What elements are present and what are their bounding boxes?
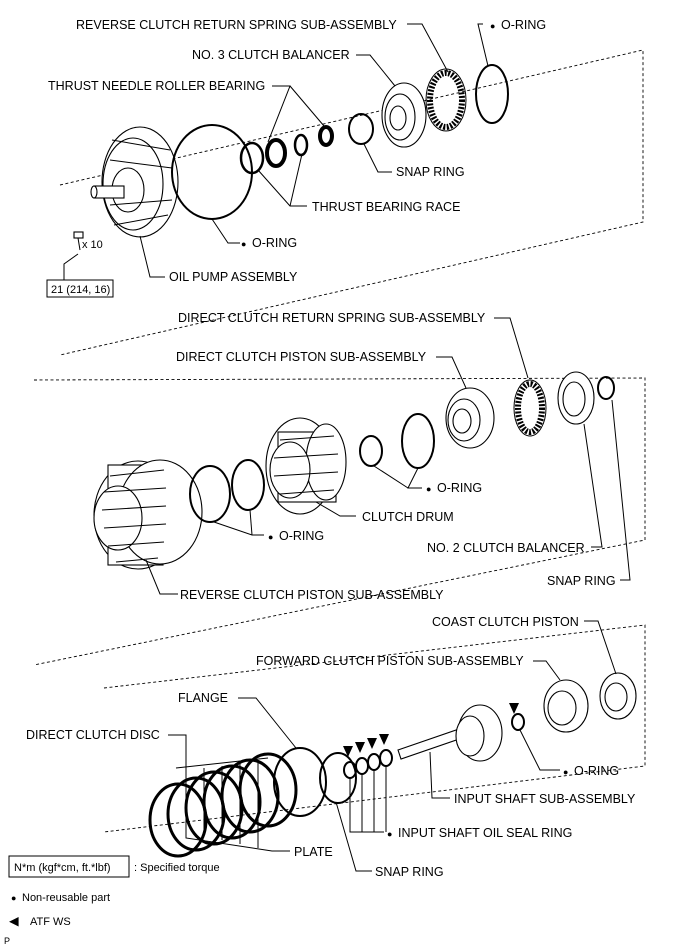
label-thrust-bearing-race: THRUST BEARING RACE — [312, 200, 460, 214]
label-oil-pump-assembly: OIL PUMP ASSEMBLY — [169, 270, 298, 284]
leaders-section-2 — [145, 317, 631, 595]
label-bolt-qty: x 10 — [82, 239, 103, 251]
legend-torque-units: N*m (kgf*cm, ft.*lbf) — [14, 862, 111, 874]
no3-clutch-balancer-drawing — [381, 82, 427, 148]
label-flange: FLANGE — [178, 691, 228, 705]
torque-box — [46, 279, 114, 298]
figure-code: P — [4, 936, 10, 946]
o-ring-pair-2 — [231, 459, 265, 511]
label-reverse-clutch-return-spring: REVERSE CLUTCH RETURN SPRING SUB-ASSEMBL… — [76, 18, 397, 32]
shaft-o-ring — [511, 713, 525, 731]
drum-o-ring-small — [359, 435, 383, 467]
clutch-drum-drawing — [265, 417, 347, 515]
label-direct-clutch-return-spring: DIRECT CLUTCH RETURN SPRING SUB-ASSEMBLY — [178, 311, 486, 325]
label-snap-ring: SNAP RING — [547, 574, 616, 588]
pump-o-ring — [171, 124, 253, 220]
thrust-race-1 — [239, 141, 265, 175]
legend: N*m (kgf*cm, ft.*lbf) : Specified torque… — [4, 855, 220, 946]
section-clutch-drum — [33, 317, 646, 666]
bullet-symbol: ● — [426, 484, 431, 494]
legend-bullet-icon: ● — [11, 893, 16, 903]
o-ring-top — [475, 64, 509, 124]
atf-arrow-icons — [343, 703, 519, 757]
label-thrust-needle-roller-bearing: THRUST NEEDLE ROLLER BEARING — [48, 79, 265, 93]
direct-clutch-piston-drawing — [445, 387, 495, 449]
thrust-race-2 — [293, 133, 309, 157]
o-ring-pair-1 — [189, 465, 231, 523]
clutch-disc-pack-drawing — [148, 747, 327, 858]
reverse-clutch-piston-drawing — [93, 459, 203, 570]
legend-non-reusable: Non-reusable part — [22, 892, 110, 904]
bolt-icon — [73, 231, 84, 251]
needle-bearing-2 — [318, 125, 334, 147]
direct-return-spring-drawing — [513, 379, 547, 437]
bullet-symbol: ● — [563, 767, 568, 777]
label-direct-clutch-piston: DIRECT CLUTCH PISTON SUB-ASSEMBLY — [176, 350, 427, 364]
label-reverse-clutch-piston: REVERSE CLUTCH PISTON SUB-ASSEMBLY — [180, 588, 444, 602]
label-coast-clutch-piston: COAST CLUTCH PISTON — [432, 615, 579, 629]
snap-ring-3 — [319, 752, 357, 804]
label-clutch-drum: CLUTCH DRUM — [362, 510, 454, 524]
label-o-ring: O-RING — [574, 764, 619, 778]
drum-o-ring-large — [401, 413, 435, 469]
bullet-symbol: ● — [490, 21, 495, 31]
reverse-return-spring-drawing — [425, 68, 467, 132]
label-o-ring: O-RING — [437, 481, 482, 495]
leaders-section-1 — [63, 23, 489, 280]
bullet-symbol: ● — [241, 239, 246, 249]
legend-atf: ATF WS — [30, 916, 71, 928]
coast-clutch-piston-drawing — [599, 672, 637, 720]
label-o-ring: O-RING — [252, 236, 297, 250]
needle-bearing-1 — [265, 138, 287, 168]
label-forward-clutch-piston: FORWARD CLUTCH PISTON SUB-ASSEMBLY — [256, 654, 524, 668]
label-o-ring: O-RING — [279, 529, 324, 543]
bullet-symbol: ● — [268, 532, 273, 542]
label-plate: PLATE — [294, 845, 333, 859]
no2-clutch-balancer-drawing — [557, 371, 595, 425]
label-snap-ring: SNAP RING — [396, 165, 465, 179]
oil-seal-rings-drawing — [343, 749, 393, 779]
bullet-symbol: ● — [387, 829, 392, 839]
labels: REVERSE CLUTCH RETURN SPRING SUB-ASSEMBL… — [26, 18, 636, 879]
legend-torque-box — [8, 855, 130, 878]
label-direct-clutch-disc: DIRECT CLUTCH DISC — [26, 728, 160, 742]
label-o-ring: O-RING — [501, 18, 546, 32]
label-input-shaft: INPUT SHAFT SUB-ASSEMBLY — [454, 792, 636, 806]
leaders-section-3 — [168, 620, 617, 872]
forward-clutch-piston-drawing — [543, 679, 589, 733]
section-input-shaft — [103, 620, 646, 872]
label-torque-value: 21 (214, 16) — [51, 284, 110, 296]
label-no3-clutch-balancer: NO. 3 CLUTCH BALANCER — [192, 48, 350, 62]
label-snap-ring: SNAP RING — [375, 865, 444, 879]
snap-ring-2 — [597, 376, 615, 400]
legend-arrow-icon: ◀ — [9, 914, 19, 928]
oil-pump-drawing — [90, 126, 179, 238]
legend-torque-desc: : Specified torque — [134, 862, 220, 874]
section-oil-pump — [59, 23, 644, 356]
label-input-shaft-oil-seal-ring: INPUT SHAFT OIL SEAL RING — [398, 826, 572, 840]
snap-ring-1 — [348, 113, 374, 145]
input-shaft-drawing — [397, 704, 503, 762]
label-no2-clutch-balancer: NO. 2 CLUTCH BALANCER — [427, 541, 585, 555]
